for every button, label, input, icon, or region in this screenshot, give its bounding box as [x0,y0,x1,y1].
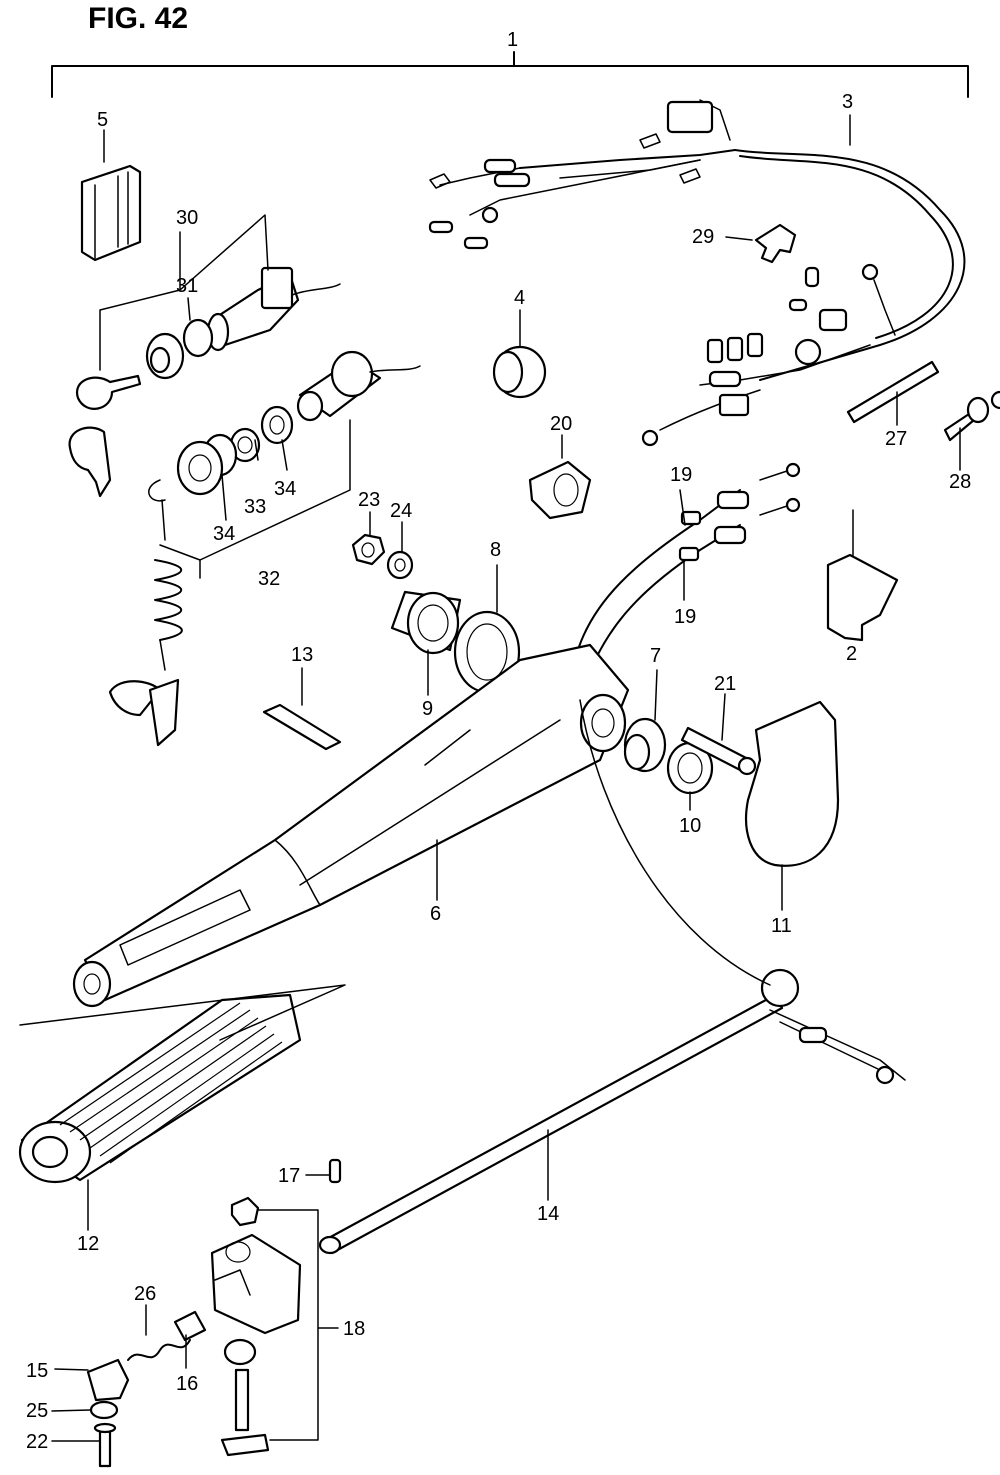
callout-9: 9 [422,698,433,720]
fastener-pin [943,390,1000,442]
callout-24: 24 [390,500,412,522]
pivot-bolt [680,726,757,776]
callout-25: 25 [26,1400,48,1422]
callout-2: 2 [846,643,857,665]
callout-3: 3 [842,91,853,113]
callout-11: 11 [771,915,792,937]
callout-labels: 1 2 3 4 5 6 7 8 9 10 11 12 13 14 15 16 1… [26,29,971,1453]
ignition-keys [68,374,142,498]
callout-28: 28 [949,471,971,493]
lanyard-clip [108,479,183,747]
callout-10: 10 [679,815,701,837]
callout-16: 16 [176,1373,198,1395]
callout-22: 22 [26,1431,48,1453]
callout-17: 17 [278,1165,300,1187]
figure-title: FIG. 42 [88,2,188,35]
throttle-block-set [210,1196,302,1457]
screw [93,1422,117,1468]
throttle-cables [574,462,801,701]
callout-32: 32 [258,568,280,590]
callout-15: 15 [26,1360,48,1382]
callout-34-upper: 34 [274,478,296,500]
lock-washer [89,1400,119,1420]
pin [328,1158,342,1184]
callout-12: 12 [77,1233,99,1255]
collar [173,1310,207,1342]
boot-cap [80,164,142,262]
tiller-cover [745,700,840,867]
spring [127,1339,191,1361]
callout-26: 26 [134,1283,156,1305]
stopper [86,1358,130,1402]
callout-7: 7 [650,645,661,667]
ignition-switch [145,266,341,380]
clip [754,223,797,264]
callout-27: 27 [885,428,907,450]
callout-13: 13 [291,644,313,666]
assembly-bracket [51,51,969,98]
callout-23: 23 [358,489,380,511]
pivot-bushing [623,717,667,773]
harness-grommet [528,460,592,520]
throttle-rod [318,699,906,1255]
bushing [390,590,462,655]
wiring-harness [428,99,966,447]
bracket [826,553,899,642]
callout-20: 20 [550,413,572,435]
callout-5: 5 [97,109,108,131]
callout-21: 21 [714,673,736,695]
callout-33: 33 [244,496,266,518]
washer [386,550,414,580]
callout-31: 31 [176,275,198,297]
stop-switch [176,350,421,496]
callout-19-upper: 19 [670,464,692,486]
callout-14: 14 [537,1203,559,1225]
tiller-handle [72,643,630,1008]
leader-lines [51,114,961,1442]
callout-6: 6 [430,903,441,925]
callout-4: 4 [514,287,525,309]
callout-8: 8 [490,539,501,561]
throttle-grip [18,984,346,1184]
callout-34-lower: 34 [213,523,235,545]
callout-18: 18 [343,1318,365,1340]
callout-30: 30 [176,207,198,229]
callout-1: 1 [507,29,518,51]
callout-19-lower: 19 [674,606,696,628]
decal [262,703,342,751]
nut [351,533,386,566]
protector-tube [846,360,940,424]
grommet [492,345,547,399]
callout-29: 29 [692,226,714,248]
